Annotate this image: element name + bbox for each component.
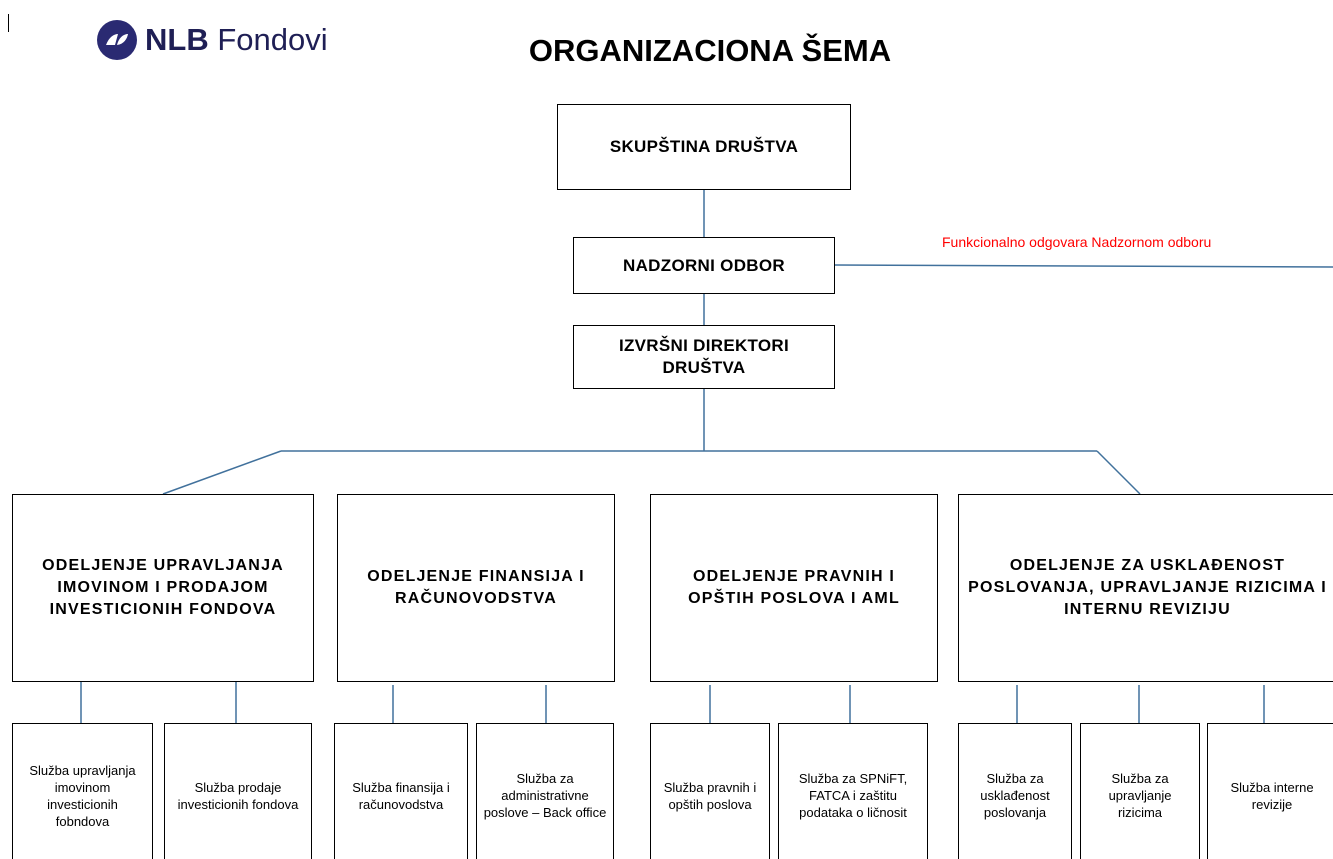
org-box-label: NADZORNI ODBOR bbox=[623, 255, 785, 275]
department-box-finance: ODELJENJE FINANSIJA I RAČUNOVODSTVA bbox=[337, 494, 615, 682]
service-label: Služba interne revizije bbox=[1230, 779, 1314, 812]
service-label: Služba upravljanja imovinom investicioni… bbox=[29, 762, 136, 829]
org-box-izvrsni-direktori: IZVRŠNI DIREKTORI DRUŠTVA bbox=[573, 325, 835, 389]
nlb-swoosh-logo-icon bbox=[97, 20, 137, 60]
logo-brand-bold: NLB bbox=[145, 22, 209, 57]
org-box-skupstina-drustva: SKUPŠTINA DRUŠTVA bbox=[557, 104, 851, 190]
reporting-note: Funkcionalno odgovara Nadzornom odboru bbox=[942, 234, 1212, 250]
department-label: ODELJENJE ZA USKLAĐENOST POSLOVANJA, UPR… bbox=[968, 557, 1327, 618]
logo-wordmark: NLB Fondovi bbox=[145, 20, 328, 60]
service-label: Služba pravnih i opštih poslova bbox=[663, 779, 757, 812]
logo-brand-light: Fondovi bbox=[217, 22, 328, 57]
service-box-fund-sales: Služba prodaje investicionih fondova bbox=[164, 723, 312, 859]
department-label: ODELJENJE PRAVNIH I OPŠTIH POSLOVA I AML bbox=[688, 568, 900, 607]
connector-dept-1 bbox=[162, 450, 282, 495]
service-label: Služba za SPNiFT, FATCA i zaštitu podata… bbox=[798, 771, 908, 820]
service-box-back-office: Služba za administrativne poslove – Back… bbox=[476, 723, 614, 859]
department-label: ODELJENJE UPRAVLJANJA IMOVINOM I PRODAJO… bbox=[42, 557, 284, 618]
text-cursor bbox=[8, 14, 9, 32]
page-title: ORGANIZACIONA ŠEMA bbox=[528, 33, 892, 68]
connector-board-reporting-line bbox=[834, 264, 1333, 268]
nlb-fondovi-logo: NLB Fondovi bbox=[97, 20, 328, 60]
service-label: Služba za upravljanje rizicima bbox=[1108, 771, 1172, 820]
department-box-asset-management: ODELJENJE UPRAVLJANJA IMOVINOM I PRODAJO… bbox=[12, 494, 314, 682]
org-box-label: SKUPŠTINA DRUŠTVA bbox=[609, 137, 799, 156]
department-box-legal: ODELJENJE PRAVNIH I OPŠTIH POSLOVA I AML bbox=[650, 494, 938, 682]
service-box-compliance: Služba za usklađenost poslovanja bbox=[958, 723, 1072, 859]
service-label: Služba za usklađenost poslovanja bbox=[980, 771, 1050, 820]
service-label: Služba prodaje investicionih fondova bbox=[177, 779, 299, 812]
department-box-compliance-risk-audit: ODELJENJE ZA USKLAĐENOST POSLOVANJA, UPR… bbox=[958, 494, 1333, 682]
org-box-nadzorni-odbor: NADZORNI ODBOR bbox=[573, 237, 835, 294]
service-label: Služba za administrativne poslove – Back… bbox=[483, 771, 607, 820]
service-box-internal-audit: Služba interne revizije bbox=[1207, 723, 1333, 859]
service-box-finance-accounting: Služba finansija i računovodstva bbox=[334, 723, 468, 859]
department-label: ODELJENJE FINANSIJA I RAČUNOVODSTVA bbox=[367, 568, 585, 607]
service-box-legal-general: Služba pravnih i opštih poslova bbox=[650, 723, 770, 859]
service-box-aml-fatca-data-protection: Služba za SPNiFT, FATCA i zaštitu podata… bbox=[778, 723, 928, 859]
connector-dept-4 bbox=[1096, 450, 1141, 495]
service-label: Služba finansija i računovodstva bbox=[352, 779, 450, 812]
org-box-label: IZVRŠNI DIREKTORI DRUŠTVA bbox=[618, 336, 790, 377]
service-box-asset-management: Služba upravljanja imovinom investicioni… bbox=[12, 723, 153, 859]
service-box-risk-management: Služba za upravljanje rizicima bbox=[1080, 723, 1200, 859]
